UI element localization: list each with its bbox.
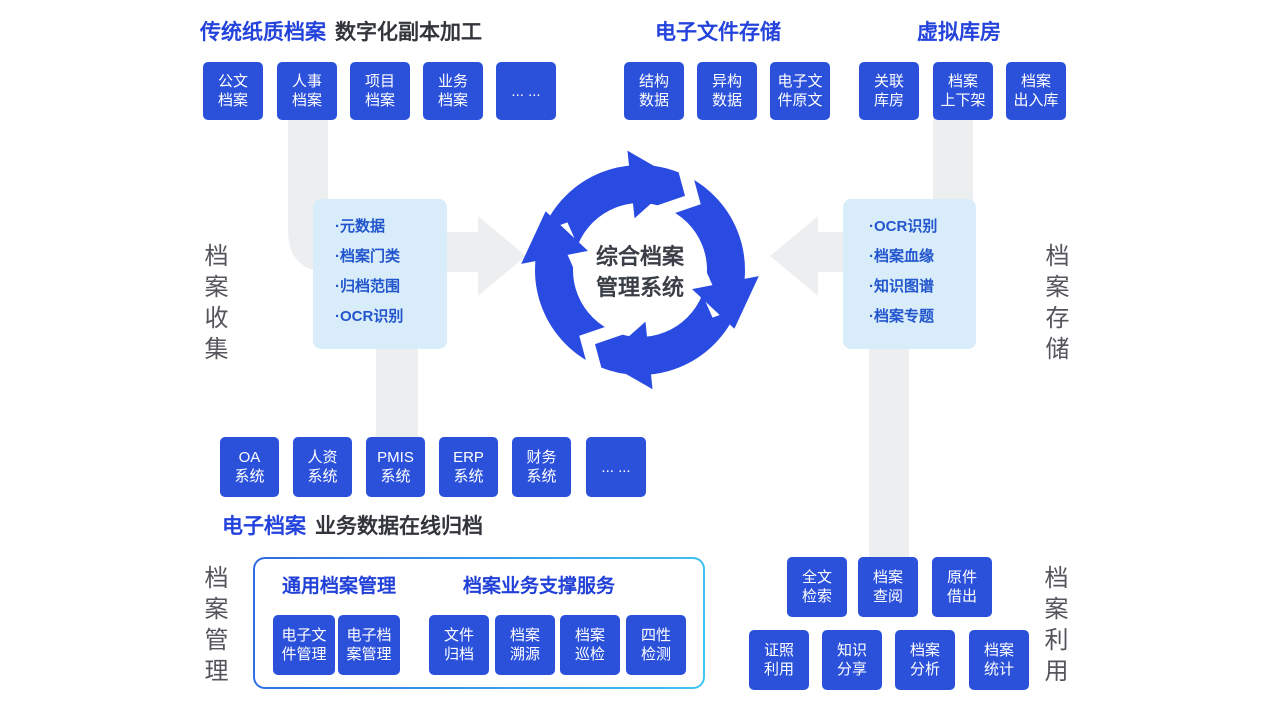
node-pmis-system: PMIS 系统 — [366, 437, 425, 497]
title-earchive-rest: 业务数据在线归档 — [315, 515, 483, 538]
node-more-systems: ... ... — [586, 437, 646, 497]
node-project-archive: 项目 档案 — [350, 62, 410, 120]
node-archive-statistics: 档案 统计 — [969, 630, 1029, 690]
stage-label-manage: 档案管理 — [200, 565, 227, 689]
collect-feature-panel: ·元数据 ·档案门类 ·归档范围 ·OCR识别 — [313, 199, 447, 349]
section-title-earchive: 电子档案业务数据在线归档 — [222, 510, 483, 540]
stage-label-store: 档案存储 — [1041, 243, 1068, 367]
hub-title: 综合档案 管理系统 — [595, 244, 684, 300]
node-structured-data: 结构 数据 — [624, 62, 684, 120]
group-title-support-services: 档案业务支撑服务 — [463, 576, 616, 597]
node-efile-original: 电子文 件原文 — [770, 62, 830, 120]
panel-item-archive-category: ·档案门类 — [335, 248, 400, 265]
store-feature-panel: ·OCR识别 ·档案血缘 ·知识图谱 ·档案专题 — [843, 199, 976, 349]
node-hr-system: 人资 系统 — [293, 437, 352, 497]
panel-item-filing-scope: ·归档范围 — [335, 278, 400, 295]
node-finance-system: 财务 系统 — [512, 437, 571, 497]
panel-item-ocr: ·OCR识别 — [335, 308, 404, 325]
title-paper-archive-rest: 数字化副本加工 — [335, 21, 482, 44]
node-official-archive: 公文 档案 — [203, 62, 263, 120]
stage-label-collect: 档案收集 — [200, 243, 227, 367]
node-knowledge-sharing: 知识 分享 — [822, 630, 882, 690]
node-shelving: 档案 上下架 — [933, 62, 993, 120]
node-in-out-vault: 档案 出入库 — [1006, 62, 1066, 120]
node-certificate-use: 证照 利用 — [749, 630, 809, 690]
node-archive-inspection: 档案 巡检 — [560, 615, 620, 675]
cycle-arrows-icon — [520, 150, 760, 390]
node-original-lending: 原件 借出 — [932, 557, 992, 617]
panel-item-metadata: ·元数据 — [335, 218, 385, 235]
management-container: 通用档案管理 档案业务支撑服务 电子文 件管理 电子档 案管理 文件 归档 档案… — [253, 557, 705, 689]
section-title-efile-storage: 电子文件存储 — [655, 16, 790, 46]
title-virtual-vault-text: 虚拟库房 — [917, 21, 1001, 44]
node-archive-tracing: 档案 溯源 — [495, 615, 555, 675]
section-title-virtual-vault: 虚拟库房 — [917, 16, 1010, 46]
node-heterogeneous-data: 异构 数据 — [697, 62, 757, 120]
node-linked-vault: 关联 库房 — [859, 62, 919, 120]
node-efile-management: 电子文 件管理 — [273, 615, 335, 675]
title-efile-storage-text: 电子文件存储 — [655, 21, 781, 44]
node-oa-system: OA 系统 — [220, 437, 279, 497]
group-title-general-management: 通用档案管理 — [282, 576, 397, 597]
section-title-paper-archive: 传统纸质档案数字化副本加工 — [200, 16, 482, 46]
panel-item-archive-lineage: ·档案血缘 — [869, 248, 934, 265]
node-archive-reading: 档案 查阅 — [858, 557, 918, 617]
node-file-filing: 文件 归档 — [429, 615, 489, 675]
panel-item-archive-topics: ·档案专题 — [869, 308, 934, 325]
node-four-quality-check: 四性 检测 — [626, 615, 686, 675]
node-fulltext-search: 全文 检索 — [787, 557, 847, 617]
node-business-archive: 业务 档案 — [423, 62, 483, 120]
panel-item-knowledge-graph: ·知识图谱 — [869, 278, 934, 295]
node-archive-analysis: 档案 分析 — [895, 630, 955, 690]
management-container-inner: 通用档案管理 档案业务支撑服务 电子文 件管理 电子档 案管理 文件 归档 档案… — [255, 559, 703, 687]
node-personnel-archive: 人事 档案 — [277, 62, 337, 120]
node-earchive-management: 电子档 案管理 — [338, 615, 400, 675]
stage-label-use: 档案利用 — [1040, 565, 1067, 689]
panel-item-ocr-2: ·OCR识别 — [869, 218, 938, 235]
title-paper-archive-highlight: 传统纸质档案 — [200, 21, 326, 44]
node-more-archives: ... ... — [496, 62, 556, 120]
title-earchive-highlight: 电子档案 — [222, 515, 306, 538]
node-erp-system: ERP 系统 — [439, 437, 498, 497]
